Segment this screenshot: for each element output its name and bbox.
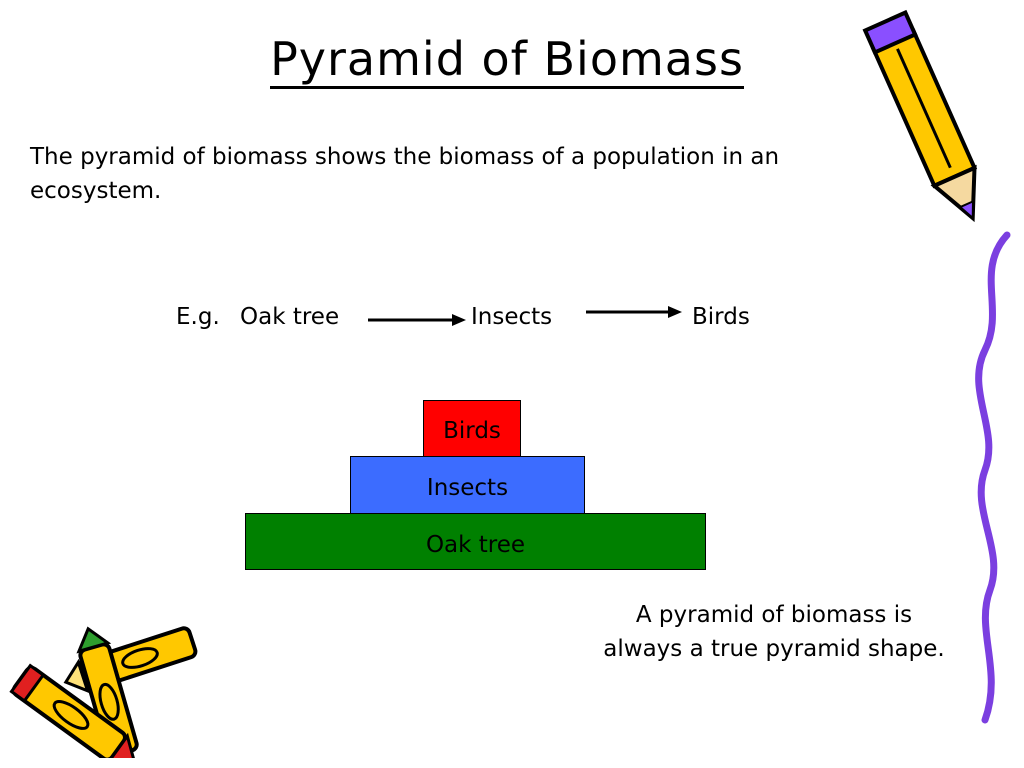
pyramid-middle-insects: Insects xyxy=(350,456,585,514)
chain-prefix: E.g. xyxy=(176,304,220,330)
wavy-border-decoration xyxy=(975,231,1011,724)
pencil-icon xyxy=(862,9,978,223)
pyramid-base-oak-tree: Oak tree xyxy=(245,513,706,570)
chain-secondary-consumer: Birds xyxy=(692,304,750,330)
chain-arrow-1 xyxy=(368,314,466,326)
chain-arrow-2 xyxy=(586,306,682,318)
title-text: Pyramid of Biomass xyxy=(270,32,744,89)
crayons-icon xyxy=(9,626,198,758)
chain-producer: Oak tree xyxy=(240,304,340,330)
intro-text: The pyramid of biomass shows the biomass… xyxy=(30,144,780,204)
pyramid-note: A pyramid of biomass is always a true py… xyxy=(603,602,945,662)
chain-primary-consumer: Insects xyxy=(471,304,553,330)
pyramid-top-birds: Birds xyxy=(423,400,521,457)
slide-title: Pyramid of Biomass xyxy=(0,24,1014,94)
